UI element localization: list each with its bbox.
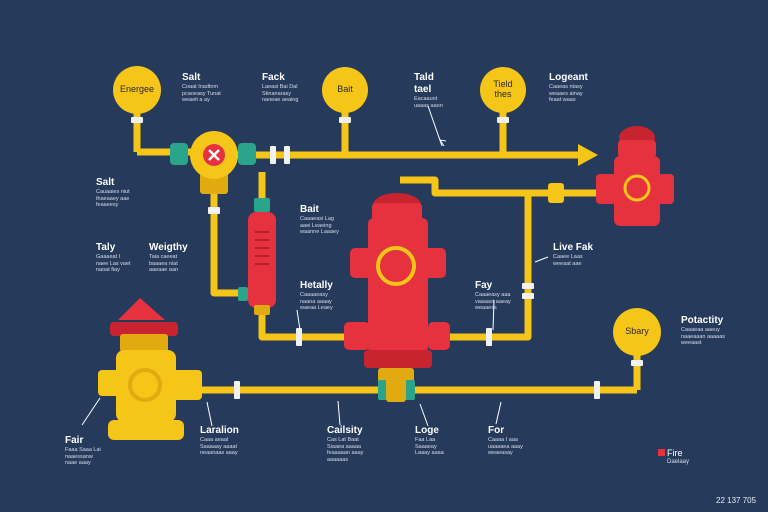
- hydrant-yellow: [98, 298, 202, 440]
- label-title: Tald tael: [414, 72, 434, 95]
- label-title: Laralion: [200, 425, 239, 436]
- label-tald: Tald tael Eacaaunt uaaas aaon: [414, 72, 470, 109]
- label-title: Fair: [65, 435, 84, 446]
- label-sub: Faaa Saaa Lai naaessanw naae aaay: [65, 447, 101, 466]
- label-hetally: Hetally Caaaaeasy naaoa aaaay waeaa Leae…: [300, 280, 368, 312]
- label-title: Logeant: [549, 72, 588, 83]
- label-title: Fay: [475, 280, 493, 291]
- label-sub: Eacaaunt uaaas aaon: [414, 96, 443, 109]
- label-sub: Cauaaies niut thaeaaey aae feaaeesy: [96, 189, 130, 208]
- label-laralion: Laralion Caaa aeaal Saaaaay aaaat neaana…: [200, 425, 276, 457]
- gauge-sbary-label: Sbary: [625, 326, 649, 336]
- gauge-energee-label: Energee: [119, 84, 155, 94]
- legend: Fire Daelaay: [667, 447, 727, 466]
- pipe-lower-left: [258, 307, 355, 341]
- label-sub: Taia caeeat baaaea niat aaeaae aan: [149, 254, 179, 273]
- label-title: Bait: [300, 204, 319, 215]
- close-icon: [208, 149, 220, 161]
- label-potactity: Potactity Caaaeaa aaeuy naaeaaan aaaaas …: [681, 315, 761, 347]
- corner-code: 22 137 705: [716, 496, 757, 505]
- label-salt-top: Salt Coaat Inadtnm pcaoeasy Tunat weaeit…: [182, 72, 252, 104]
- label-cailsity: Cailsity Cas Lat Baat Siaaea aaaaa feaaa…: [327, 425, 403, 463]
- hydrant-right: [548, 126, 674, 226]
- gauge-bait: [322, 67, 368, 113]
- label-sub: Faa Laa Saaaeay Laaay aaaa: [415, 437, 444, 456]
- label-loge: Loge Faa Laa Saaaeay Laaay aaaa: [415, 425, 475, 457]
- label-live-fak: Live Fak Caaee Laas weeaat aae: [553, 242, 623, 267]
- label-fack: Fack Laeasi Bai Dal Stinanarasy naoeae a…: [262, 72, 332, 104]
- label-logeant: Logeant Caaeas ntasy weaaes ainay feaat …: [549, 72, 629, 104]
- pipe-left-vertical: [210, 178, 243, 297]
- label-sub: Cas Lat Baat Siaaea aaaaa feaaaaan aaay …: [327, 437, 364, 463]
- label-title: Salt: [182, 72, 201, 83]
- legend-title: Fire: [667, 448, 683, 458]
- bottom-joints: [378, 378, 415, 402]
- label-title: Potactity: [681, 315, 724, 326]
- gauge-bait-label: Bait: [337, 84, 353, 94]
- label-title: Taly: [96, 242, 116, 253]
- legend-swatch: [658, 449, 665, 456]
- label-title: Salt: [96, 177, 115, 188]
- label-sub: Caaaaeasy naaoa aaaay waeaa Leaey: [300, 292, 333, 311]
- filter-unit: [238, 198, 276, 315]
- label-sub: Caaaa I aaa uaaaaea aaay weaeasay: [488, 437, 523, 456]
- label-sub: Caaa aeaal Saaaaay aaaat neaanaas aaay: [200, 437, 238, 456]
- label-title: Weigthy: [149, 242, 188, 253]
- valve-top-left: [170, 131, 256, 194]
- label-sub: Coaat Inadtnm pcaoeasy Tunat weaeit a ay: [182, 84, 221, 103]
- label-sub: Caaaeaa aaeuy naaeaaan aaaaas weeaast: [681, 327, 726, 346]
- label-sub: Caaaeasy aaa vaaaast aaeay weaaess: [475, 292, 511, 311]
- label-sub: Caaeas ntasy weaaes ainay feaat waas: [549, 84, 583, 103]
- label-fay: Fay Caaaeasy aaa vaaaast aaeay weaaess: [475, 280, 545, 312]
- label-bait-mid: Bait Caaaeasi Lag aaei Leaeing waanne La…: [300, 204, 370, 236]
- gauge-tield: [480, 67, 526, 113]
- gauge-sbary: [613, 308, 661, 356]
- label-sub: Caaee Laas weeaat aae: [553, 254, 583, 267]
- gauge-energee: [113, 66, 161, 114]
- label-fair: Fair Faaa Saaa Lai naaessanw naae aaay: [65, 435, 135, 467]
- gauge-tield-label: Tield thes: [493, 79, 513, 99]
- label-weighty: Weigthy Taia caeeat baaaea niat aaeaae a…: [149, 242, 213, 274]
- flow-arrow: [578, 144, 598, 166]
- pipe-network: [137, 148, 637, 394]
- leader-lines: [81, 105, 549, 427]
- label-sub: Laeasi Bai Dal Stinanarasy naoeae aeaing: [262, 84, 299, 103]
- label-title: Fack: [262, 72, 285, 83]
- label-title: For: [488, 425, 505, 436]
- pipe-right-loop: [400, 176, 532, 341]
- label-sub: Caaaeasi Lag aaei Leaeing waanne Laaaey: [300, 216, 339, 235]
- legend-sub: Daelaay: [667, 459, 690, 465]
- label-for: For Caaaa I aaa uaaaaea aaay weaeasay: [488, 425, 558, 457]
- label-title: Hetally: [300, 280, 333, 291]
- label-title: Loge: [415, 425, 439, 436]
- pipe-collars: [131, 117, 643, 399]
- label-title: Live Fak: [553, 242, 594, 253]
- gauges: [113, 66, 661, 356]
- label-taly: Taly Gaaaeat I naee Las vaet naoat fiay: [96, 242, 152, 274]
- label-salt-left: Salt Cauaaies niut thaeaaey aae feaaeesy: [96, 177, 166, 209]
- label-sub: Gaaaeat I naee Las vaet naoat fiay: [96, 254, 131, 273]
- label-title: Cailsity: [327, 425, 363, 436]
